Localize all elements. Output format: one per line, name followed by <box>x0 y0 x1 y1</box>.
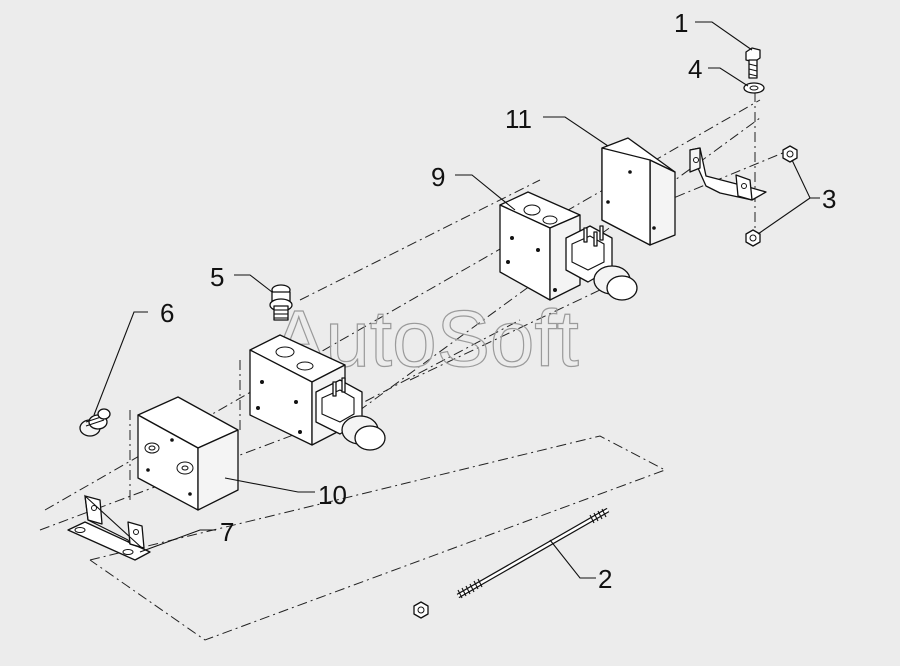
part-2-nut <box>413 601 429 619</box>
callout-2: 2 <box>598 564 612 594</box>
part-4-washer <box>743 82 765 94</box>
part-7-bracket <box>67 494 151 561</box>
callout-5: 5 <box>210 262 224 292</box>
part-6-plug <box>79 408 111 437</box>
part-10-block <box>137 396 239 511</box>
part-2-rod <box>456 507 610 599</box>
part-3-nut-top <box>782 145 798 163</box>
part-11-plate <box>601 137 676 246</box>
callout-9: 9 <box>431 162 445 192</box>
callout-3: 3 <box>822 184 836 214</box>
part-5-fitting <box>269 284 293 321</box>
part-3-nut-bottom <box>745 229 761 247</box>
main-valve-body <box>249 334 386 451</box>
part-3-bracket <box>689 147 767 201</box>
callout-7: 7 <box>220 517 234 547</box>
callout-labels: 1 2 3 4 5 6 7 9 10 11 <box>160 8 836 594</box>
callout-11: 11 <box>505 104 532 134</box>
part-1-bolt <box>745 47 761 79</box>
callout-6: 6 <box>160 298 174 328</box>
callout-1: 1 <box>674 8 688 38</box>
leader-lines <box>93 21 820 579</box>
callout-4: 4 <box>688 54 702 84</box>
callout-10: 10 <box>318 480 347 510</box>
part-9-valve <box>499 191 638 301</box>
